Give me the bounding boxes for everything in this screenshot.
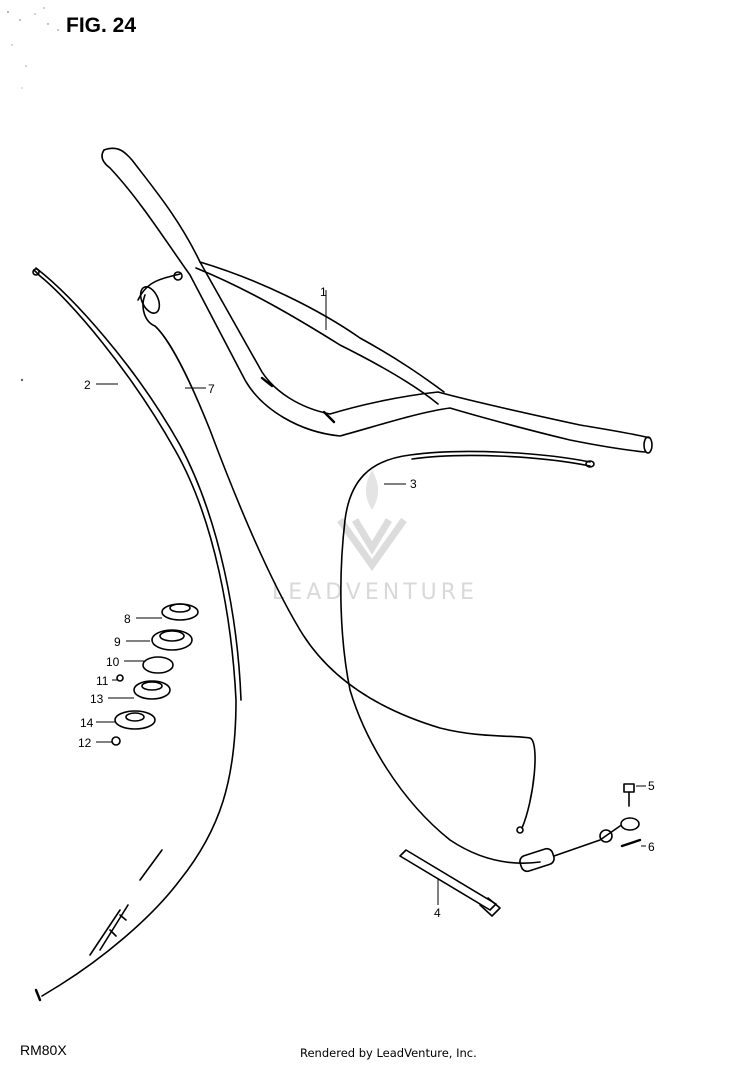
brake-cable <box>340 450 640 873</box>
bolt <box>623 783 635 807</box>
part-ref-7: 7 <box>208 382 215 396</box>
throttle-cable <box>32 267 242 1002</box>
part-ref-3: 3 <box>410 477 417 491</box>
leader-lines <box>96 290 646 905</box>
part-ref-8: 8 <box>124 612 131 626</box>
part-ref-10: 10 <box>106 655 120 669</box>
part-ref-1: 1 <box>320 285 327 299</box>
scan-speckles <box>7 7 59 382</box>
part-ref-14: 14 <box>80 716 94 730</box>
pin <box>620 838 642 848</box>
part-ref-5: 5 <box>648 779 655 793</box>
model-code: RM80X <box>20 1042 67 1058</box>
part-ref-9: 9 <box>114 635 121 649</box>
part-ref-12: 12 <box>78 736 92 750</box>
figure-title: FIG. 24 <box>66 14 137 37</box>
footer-credit: Rendered by LeadVenture, Inc. <box>300 1046 477 1060</box>
cable-strap <box>399 849 501 917</box>
clutch-cable <box>137 271 536 834</box>
part-ref-11: 11 <box>96 674 109 688</box>
handlebar <box>101 147 653 454</box>
part-ref-4: 4 <box>434 906 441 920</box>
part-ref-6: 6 <box>648 840 655 854</box>
part-ref-2: 2 <box>84 378 91 392</box>
watermark-text: LEADVENTURE <box>272 580 478 605</box>
bearing-stack <box>111 603 199 746</box>
part-ref-13: 13 <box>90 692 104 706</box>
